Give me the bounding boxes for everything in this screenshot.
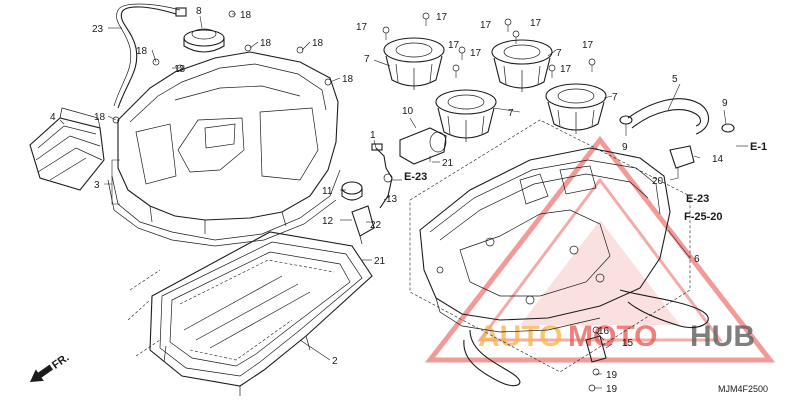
callout-9: 9 [622,142,628,153]
watermark-logo: AUTO MOTO HUB [424,135,776,363]
drain-hose [463,289,709,387]
callout-2: 2 [332,356,338,367]
callout-13: 13 [386,194,398,205]
callout-18: 18 [94,112,106,123]
grommet-small [341,181,363,201]
funnel-left-upper [383,37,445,90]
solenoid-valve [351,205,375,245]
callout-17: 17 [560,64,572,75]
callout-20: 20 [652,176,664,187]
watermark-hub: HUB [690,320,755,353]
callout-19: 19 [606,384,618,395]
callout-18: 18 [260,38,272,49]
callout-8: 8 [196,6,202,17]
watermark-moto: MOTO [568,320,657,353]
callout-6: 6 [694,254,700,265]
watermark-auto: AUTO [478,320,562,353]
callout-labels: 23 8 18 18 18 18 18 18 18 4 3 17 17 17 1… [50,6,728,395]
callout-7: 7 [612,92,618,103]
callout-15: 15 [622,338,634,349]
callout-21: 21 [442,158,454,169]
callout-3: 3 [94,180,100,191]
callout-17: 17 [530,18,542,29]
callout-4: 4 [50,112,56,123]
callout-10: 10 [402,106,414,117]
air-cleaner-housing-cover [107,10,341,247]
callout-17: 17 [448,40,460,51]
callout-18: 18 [136,46,148,57]
callout-19: 19 [606,370,618,381]
ref-e23-left: E-23 [404,171,427,183]
front-label: FR. [50,352,71,372]
intake-snorkel [29,107,105,191]
funnel-left-lower [435,89,497,142]
funnel-right-upper [491,39,553,92]
callout-16: 16 [598,326,610,337]
air-cleaner-case [409,119,691,373]
callout-17: 17 [470,48,482,59]
callout-18: 18 [312,38,324,49]
ref-f2520: F-25-20 [684,211,723,223]
drain-plug-assembly [585,326,607,392]
callout-7: 7 [556,48,562,59]
funnel-screws [382,12,596,78]
ref-e23-right: E-23 [686,193,709,205]
callout-7: 7 [508,108,514,119]
callout-17: 17 [436,12,448,23]
callout-18: 18 [240,10,252,21]
funnel-right-lower [545,83,607,134]
callout-9: 9 [722,98,728,109]
callout-5: 5 [672,74,678,85]
callout-7: 7 [364,54,370,65]
callout-14: 14 [712,154,724,165]
callout-17: 17 [356,22,368,33]
front-direction-marker: FR. [30,352,71,382]
air-filter-element [127,231,373,396]
callout-23: 23 [92,24,104,35]
callout-18: 18 [342,74,354,85]
callout-11: 11 [322,186,333,197]
callout-21: 21 [374,256,386,267]
reference-codes: E-23 E-1 E-23 F-25-20 [404,141,767,223]
breather-tube [113,3,187,109]
callout-22: 22 [370,220,382,231]
front-arrow-icon [30,364,54,382]
callout-17: 17 [480,20,492,31]
drawing-code: MJM4F2500 [718,384,768,394]
callout-18: 18 [174,64,186,75]
intake-air-temp-sensor [399,127,447,165]
callout-12: 12 [322,216,334,227]
ref-e1: E-1 [750,141,767,153]
crankcase-breather-hose [619,98,735,135]
leader-lines [59,13,748,389]
callout-1: 1 [370,130,376,141]
grommet [183,28,225,53]
breather-joint [669,145,695,178]
callout-17: 17 [582,40,594,51]
